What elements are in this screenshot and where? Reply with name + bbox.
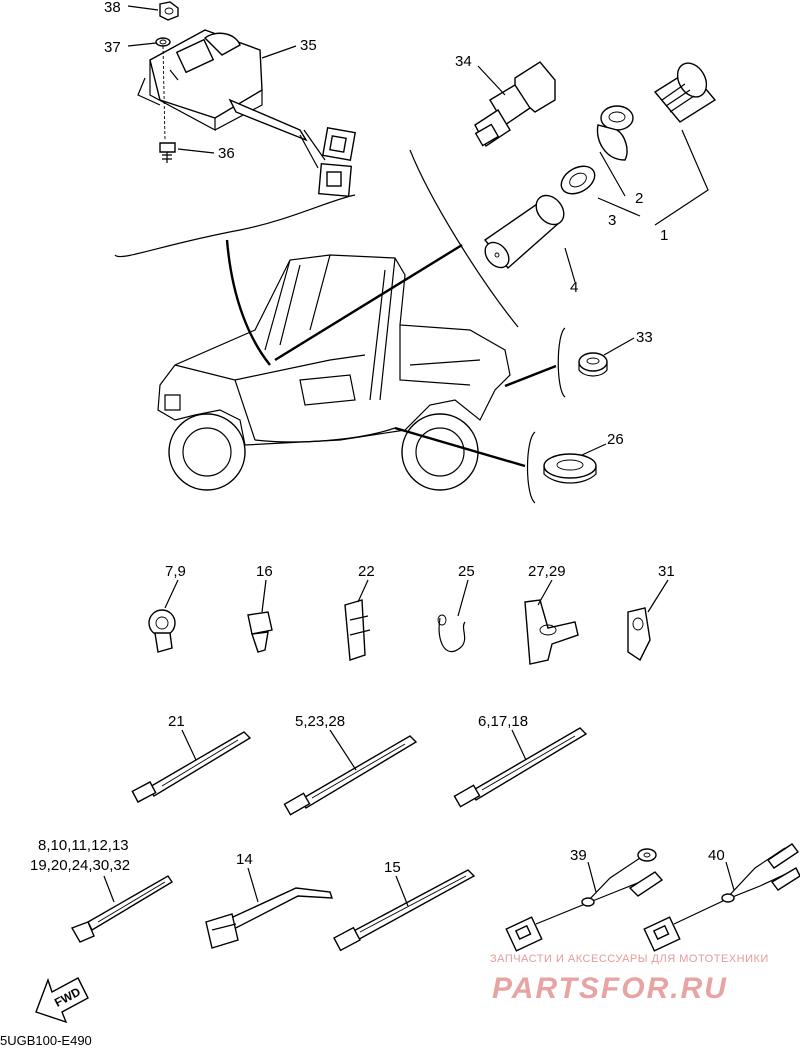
part-1-socket[interactable]: [653, 58, 717, 123]
label-5-23-28: 5,23,28: [295, 713, 345, 730]
label-33: 33: [636, 329, 653, 346]
label-2: 2: [635, 190, 643, 207]
label-8-series-line-2: 19,20,24,30,32: [30, 857, 130, 874]
part-3-nut[interactable]: [556, 161, 599, 200]
part-14-cable-tie-mount[interactable]: [205, 887, 333, 949]
part-34-sensor[interactable]: [474, 61, 556, 148]
label-4: 4: [570, 279, 578, 296]
label-7-9: 7,9: [165, 563, 186, 580]
part-21-cable-tie[interactable]: [131, 731, 252, 803]
label-21: 21: [168, 713, 185, 730]
part-2-cap[interactable]: [596, 105, 634, 161]
label-25: 25: [458, 563, 475, 580]
part-35-switch-assembly[interactable]: [137, 29, 357, 198]
part-37-washer[interactable]: [155, 37, 171, 47]
label-8-series-line-1: 8,10,11,12,13: [38, 837, 129, 854]
watermark-logo: ЗАПЧАСТИ И АКСЕССУАРЫ ДЛЯ МОТОТЕХНИКИ PA…: [490, 953, 769, 1005]
label-1: 1: [660, 227, 668, 244]
part-7-9-clamp[interactable]: [148, 609, 176, 653]
part-6-17-18-cable-tie[interactable]: [453, 727, 588, 808]
label-37: 37: [104, 39, 121, 56]
label-36: 36: [218, 145, 235, 162]
label-26: 26: [607, 431, 624, 448]
watermark-logo-text: PARTSFOR.RU: [492, 972, 728, 1005]
part-40-lead-wire[interactable]: [643, 843, 800, 952]
part-36-bolt[interactable]: [159, 142, 176, 163]
part-39-lead-wire[interactable]: [505, 848, 664, 952]
part-4-sleeve[interactable]: [480, 190, 569, 272]
label-39: 39: [570, 847, 587, 864]
label-14: 14: [236, 851, 253, 868]
label-35: 35: [300, 37, 317, 54]
part-15-cable-tie[interactable]: [333, 869, 476, 952]
label-3: 3: [608, 212, 616, 229]
label-15: 15: [384, 859, 401, 876]
label-16: 16: [256, 563, 273, 580]
label-27-29: 27,29: [528, 563, 566, 580]
part-25-clip[interactable]: [437, 614, 466, 653]
part-27-29-clamp[interactable]: [524, 599, 579, 665]
part-31-clip[interactable]: [627, 607, 651, 662]
part-16-clip[interactable]: [247, 611, 273, 653]
part-5-23-28-cable-tie[interactable]: [283, 735, 418, 816]
fwd-arrow-icon: FWD: [35, 977, 89, 1024]
label-31: 31: [658, 563, 675, 580]
part-8-series-cable-tie[interactable]: [70, 875, 173, 943]
part-38-nut[interactable]: [159, 1, 179, 21]
part-33-grommet[interactable]: [578, 352, 608, 377]
part-26-grommet[interactable]: [543, 453, 597, 484]
label-34: 34: [455, 53, 472, 70]
part-22-clip[interactable]: [344, 599, 371, 661]
label-38: 38: [104, 0, 121, 16]
label-6-17-18: 6,17,18: [478, 713, 528, 730]
label-22: 22: [358, 563, 375, 580]
label-40: 40: [708, 847, 725, 864]
diagram-code: 5UGB100-E490: [0, 1033, 92, 1047]
watermark-caption: ЗАПЧАСТИ И АКСЕССУАРЫ ДЛЯ МОТОТЕХНИКИ: [490, 953, 769, 965]
vehicle-illustration: [157, 254, 511, 491]
